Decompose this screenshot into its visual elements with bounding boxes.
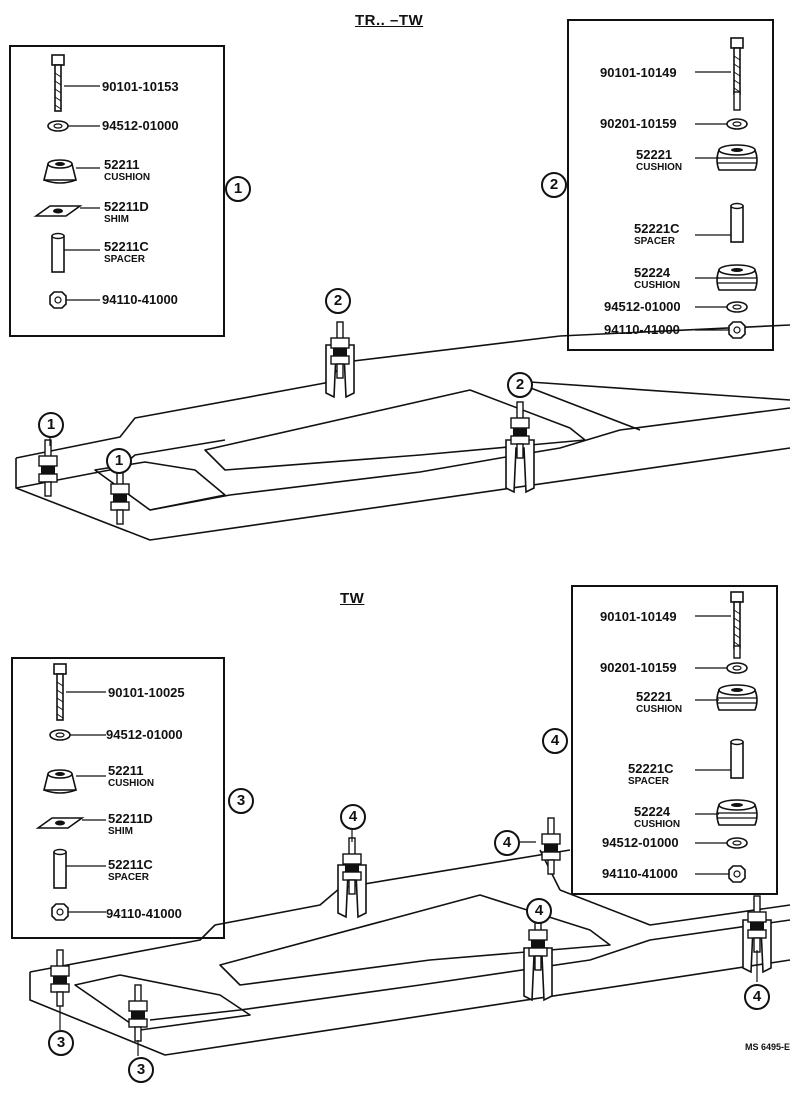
- callout-2: 2: [325, 288, 351, 314]
- part-label: 90201-10159: [600, 116, 677, 131]
- part-label: 94110-41000: [602, 866, 678, 881]
- callout-2: 2: [541, 172, 567, 198]
- part-label: 94512-01000: [102, 118, 179, 133]
- part-label: 94110-41000: [604, 322, 680, 337]
- box-4-hardware: [695, 591, 758, 883]
- lower-mounts: [50, 817, 772, 1056]
- callout-4: 4: [744, 984, 770, 1010]
- part-label: 94512-01000: [106, 727, 183, 742]
- callout-4: 4: [494, 830, 520, 856]
- part-label: 94512-01000: [602, 835, 679, 850]
- parts-box-3: [11, 657, 225, 939]
- callout-2: 2: [507, 372, 533, 398]
- callout-1: 1: [225, 176, 251, 202]
- callout-3: 3: [128, 1057, 154, 1083]
- part-label: 94110-41000: [102, 292, 178, 307]
- upper-frame-drawing: [15, 324, 791, 541]
- part-label: 90101-10025: [108, 685, 185, 700]
- part-label: 90101-10149: [600, 65, 677, 80]
- upper-mounts: [38, 321, 535, 525]
- section-title-top: TR.. –TW: [355, 12, 424, 29]
- figure-reference: MS 6495-E: [744, 1042, 790, 1052]
- callout-3: 3: [228, 788, 254, 814]
- part-label: 90101-10149: [600, 609, 677, 624]
- callout-4: 4: [526, 898, 552, 924]
- part-label: 90101-10153: [102, 79, 179, 94]
- parts-box-2: [567, 19, 774, 351]
- callout-1: 1: [106, 448, 132, 474]
- part-label: 94512-01000: [604, 299, 681, 314]
- callout-4: 4: [542, 728, 568, 754]
- callout-3: 3: [48, 1030, 74, 1056]
- parts-box-1: [9, 45, 225, 337]
- part-label: 90201-10159: [600, 660, 677, 675]
- callout-1: 1: [38, 412, 64, 438]
- box-1-hardware: [35, 54, 100, 309]
- section-title-bottom: TW: [340, 590, 365, 607]
- box-3-hardware: [37, 663, 106, 921]
- lower-frame-drawing: [29, 849, 791, 1056]
- callout-4: 4: [340, 804, 366, 830]
- box-2-hardware: [695, 37, 758, 339]
- part-label: 94110-41000: [106, 906, 182, 921]
